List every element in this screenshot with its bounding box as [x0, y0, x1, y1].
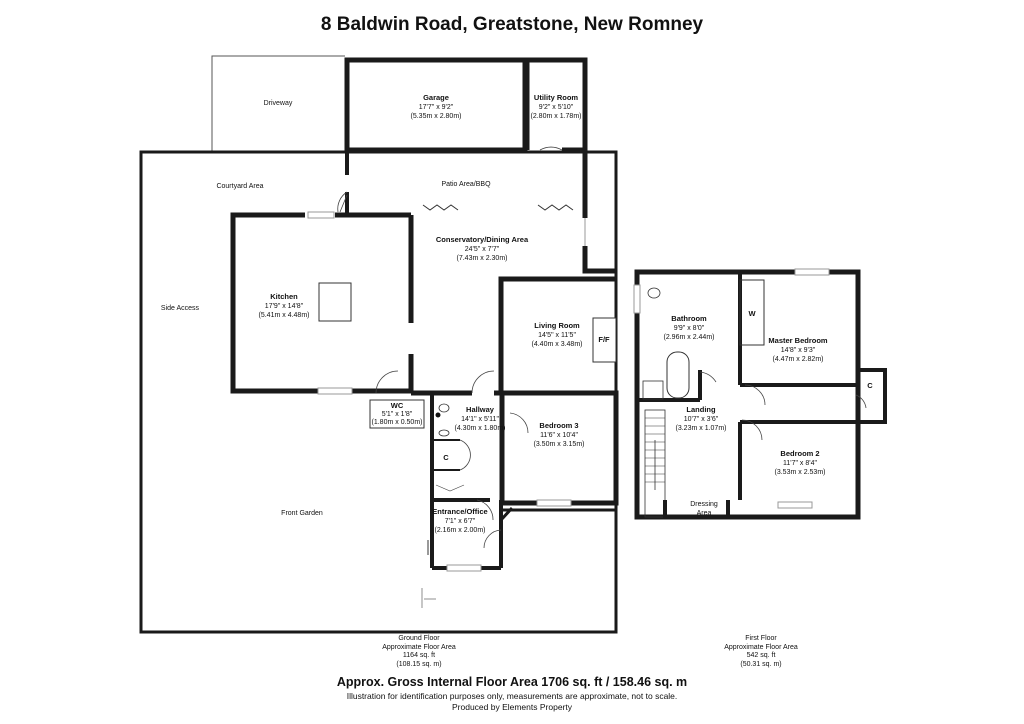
master-imperial: 14'8" x 9'3" [781, 347, 816, 354]
conservatory-metric: (7.43m x 2.30m) [457, 255, 508, 262]
cupboard-ff-label: C [867, 381, 873, 390]
master-metric: (4.47m x 2.82m) [773, 356, 824, 363]
ground-floor-sqm: (108.15 sq. m) [396, 660, 442, 668]
cupboard-gf-label: C [443, 453, 449, 462]
entrance-metric: (2.16m x 2.00m) [435, 527, 486, 534]
garage-imperial: 17'7" x 9'2" [419, 104, 454, 111]
living-room-walls [498, 276, 616, 393]
ground-floor-plan [139, 55, 619, 634]
conservatory-label: Conservatory/Dining Area [436, 235, 529, 244]
courtyard-label: Courtyard Area [216, 183, 263, 190]
bathroom-metric: (2.96m x 2.44m) [664, 334, 715, 341]
bedroom3-walls [499, 390, 619, 506]
front-garden-label: Front Garden [281, 510, 323, 517]
kitchen-island [318, 282, 352, 322]
first-floor-plan [633, 268, 887, 520]
garage-metric: (5.35m x 2.80m) [411, 113, 462, 120]
kitchen-metric: (5.41m x 4.48m) [259, 312, 310, 319]
wc-metric: (1.80m x 0.50m) [372, 419, 423, 426]
bedroom3-metric: (3.50m x 3.15m) [534, 441, 585, 448]
first-floor-sqft: 542 sq. ft [746, 652, 776, 659]
living-imperial: 14'5" x 11'5" [538, 332, 576, 339]
ground-floor-area: Ground Floor Approximate Floor Area 1164… [339, 635, 499, 669]
master-label: Master Bedroom [768, 336, 828, 345]
hallway-imperial: 14'1" x 5'11" [461, 416, 499, 423]
kitchen-window-bottom [317, 387, 353, 395]
fireplace-box [592, 317, 617, 363]
driveway-outline [211, 55, 345, 152]
landing-metric: (3.23m x 1.07m) [676, 425, 727, 432]
kitchen-imperial: 17'9" x 14'8" [265, 303, 304, 310]
room-labels: Driveway Garage 17'7" x 9'2" (5.35m x 2.… [161, 93, 873, 534]
patio-label: Patio Area/BBQ [441, 181, 491, 188]
bedroom3-window [536, 499, 572, 507]
ground-floor-sqft: 1164 sq. ft [402, 652, 436, 659]
wc-label: WC [391, 401, 404, 410]
bathroom-label: Bathroom [671, 314, 707, 323]
entrance-window [446, 564, 482, 572]
ground-floor-name: Ground Floor [398, 635, 440, 642]
dressing-label-2: Area [697, 510, 712, 517]
first-floor-outline [634, 269, 861, 520]
kitchen-walls [230, 212, 414, 394]
bedroom2-label: Bedroom 2 [780, 449, 819, 458]
meter-dot [435, 412, 441, 418]
landing-imperial: 10'7" x 3'6" [684, 416, 719, 423]
landing-label: Landing [686, 405, 716, 414]
entrance-imperial: 7'1" x 6'7" [445, 518, 476, 525]
first-floor-area: First Floor Approximate Floor Area 542 s… [681, 635, 841, 669]
first-floor-name: First Floor [745, 635, 777, 642]
first-floor-area-label: Approximate Floor Area [724, 643, 798, 651]
bath [666, 351, 690, 399]
disclaimer: Illustration for identification purposes… [346, 691, 678, 701]
shower [642, 380, 664, 400]
page-title: 8 Baldwin Road, Greatstone, New Romney [320, 14, 704, 35]
bedroom2-window [777, 501, 813, 509]
living-label: Living Room [534, 321, 580, 330]
wc-label-box [369, 399, 425, 429]
side-access-label: Side Access [161, 305, 200, 312]
entrance-label: Entrance/Office [432, 507, 487, 516]
bathroom-imperial: 9'9" x 8'0" [674, 325, 705, 332]
utility-label: Utility Room [534, 93, 578, 102]
bedroom2-metric: (3.53m x 2.53m) [775, 469, 826, 476]
wardrobe-label: W [748, 309, 756, 318]
dressing-label: Dressing [690, 501, 718, 508]
conservatory-imperial: 24'5" x 7'7" [465, 246, 500, 253]
ground-floor-area-label: Approximate Floor Area [382, 643, 456, 651]
producer-credit: Produced by Elements Property [451, 702, 572, 712]
utility-walls [524, 57, 588, 153]
kitchen-window-top [307, 211, 335, 219]
cupboard-ff-walls [856, 368, 887, 424]
fireplace-label: F/F [598, 335, 610, 344]
master-window [794, 268, 830, 276]
first-floor-sqm: (50.31 sq. m) [740, 660, 782, 668]
stairs [644, 409, 666, 518]
wardrobe [739, 279, 765, 346]
driveway-label: Driveway [264, 100, 293, 107]
toilet [647, 287, 661, 299]
living-metric: (4.40m x 3.48m) [532, 341, 583, 348]
kitchen-label: Kitchen [270, 292, 298, 301]
dressing-walls [663, 500, 730, 519]
utility-metric: (2.80m x 1.78m) [531, 113, 582, 120]
garage-label: Garage [423, 93, 449, 102]
hallway-metric: (4.30m x 1.80m) [455, 425, 506, 432]
utility-imperial: 9'2" x 5'10" [539, 104, 574, 111]
conservatory-walls [582, 150, 616, 274]
hallway-label: Hallway [466, 405, 495, 414]
bedroom2-imperial: 11'7" x 8'4" [783, 460, 817, 467]
bedroom3-imperial: 11'6" x 10'4" [540, 432, 578, 439]
bedroom3-label: Bedroom 3 [539, 421, 578, 430]
wc-imperial: 5'1" x 1'8" [382, 411, 413, 418]
gross-area: Approx. Gross Internal Floor Area 1706 s… [336, 675, 688, 689]
